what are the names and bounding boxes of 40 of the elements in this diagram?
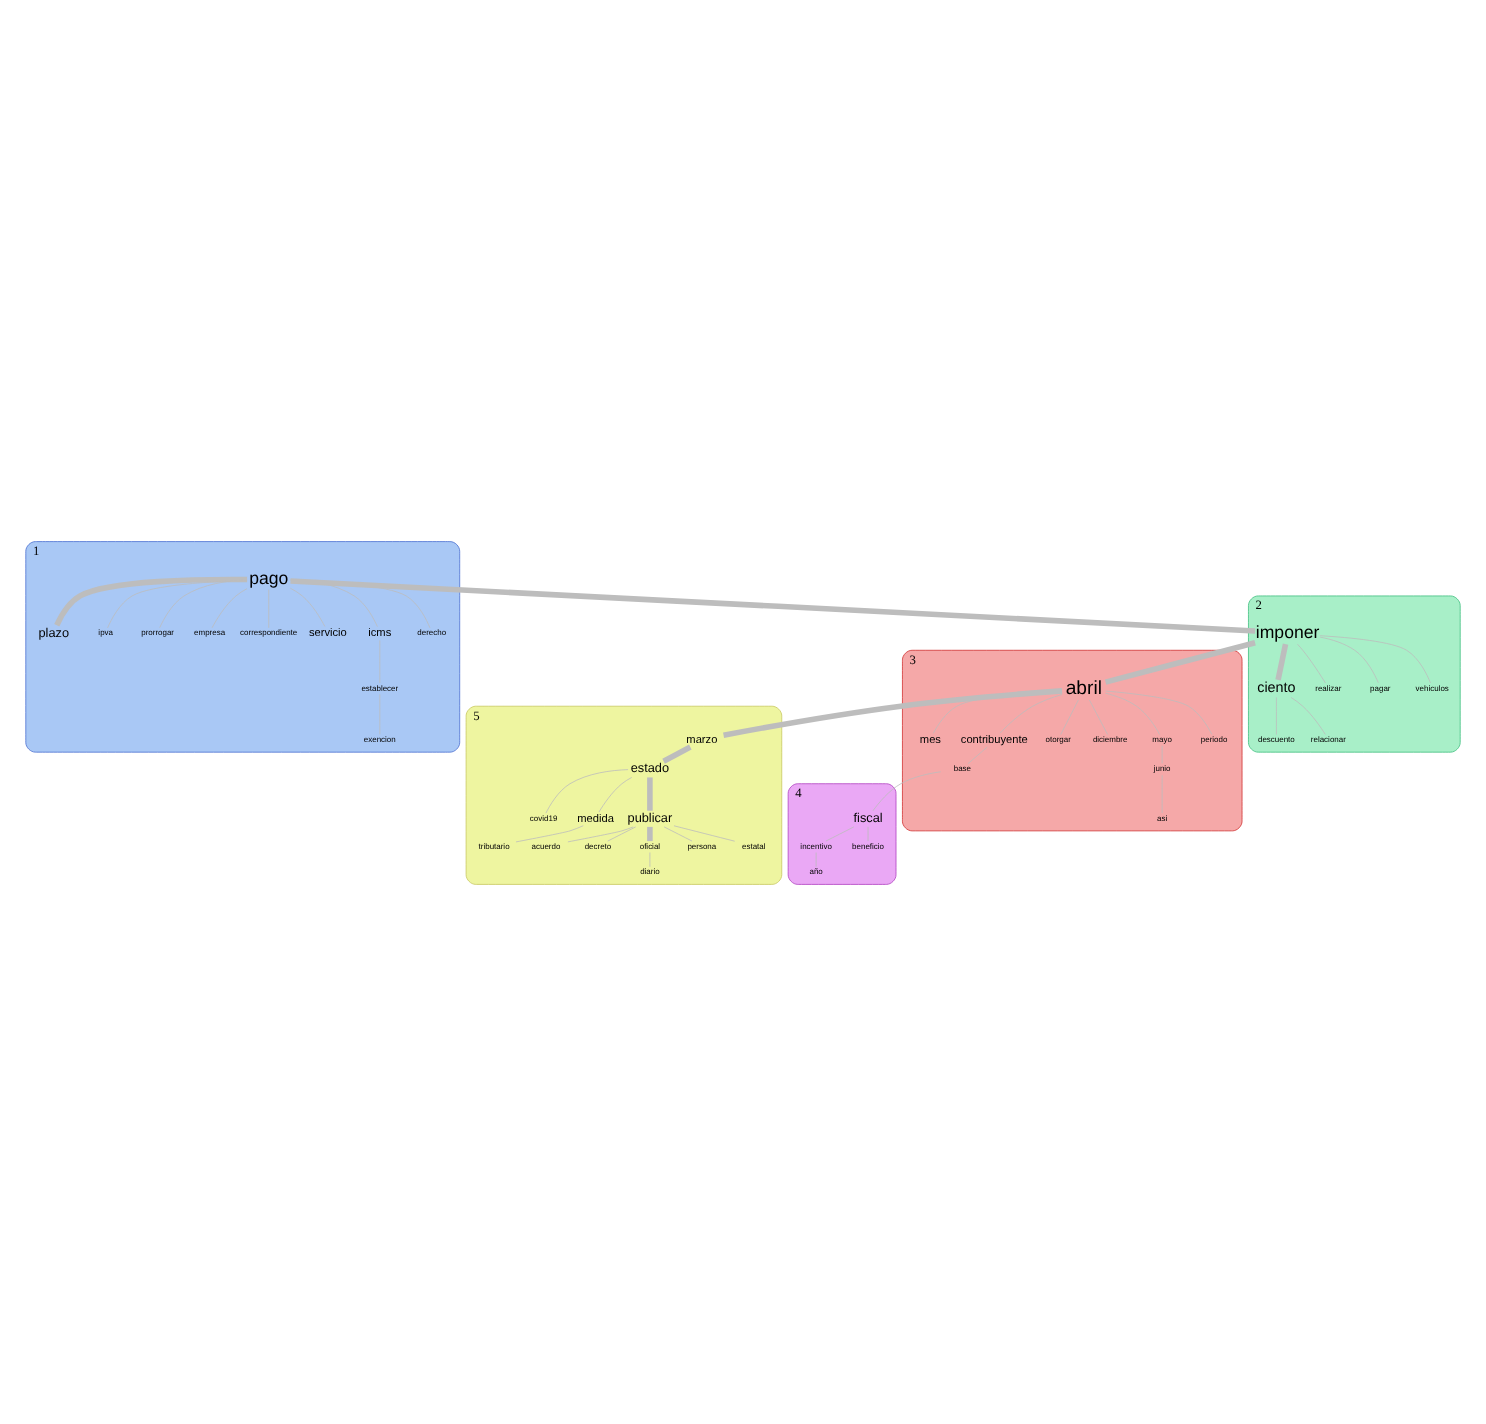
connector [107, 578, 248, 628]
node-text: imponer [1255, 620, 1320, 641]
node-text: abril [1065, 676, 1102, 699]
connector [1060, 698, 1079, 734]
connector [290, 578, 431, 628]
connector [607, 825, 637, 841]
connector [967, 745, 988, 764]
connector [545, 768, 629, 813]
connector [663, 825, 693, 841]
connector [1089, 698, 1109, 734]
connector [1275, 642, 1289, 680]
connector [673, 824, 736, 841]
connector [290, 577, 1256, 633]
connector [1105, 689, 1213, 734]
connector [1290, 696, 1326, 734]
connector [515, 824, 584, 842]
connector [211, 587, 248, 628]
connector [723, 687, 1063, 737]
connector [159, 578, 248, 628]
connector [872, 770, 942, 811]
connector [290, 578, 378, 626]
connector [289, 586, 326, 626]
node-text: pago [249, 566, 289, 587]
connector [1319, 634, 1431, 683]
connector [647, 776, 653, 810]
connector [598, 776, 633, 812]
connector [1276, 696, 1277, 734]
connector [268, 588, 270, 628]
connector [1297, 642, 1326, 683]
node-text: ciento [1257, 677, 1296, 696]
connector [567, 825, 634, 842]
connector [1104, 639, 1256, 684]
connector [647, 825, 653, 841]
connector [932, 688, 1063, 733]
connector [825, 825, 855, 841]
connector [662, 743, 692, 763]
connector [54, 575, 248, 626]
connector [999, 693, 1063, 733]
connector [1105, 691, 1161, 734]
connector [1319, 635, 1379, 683]
